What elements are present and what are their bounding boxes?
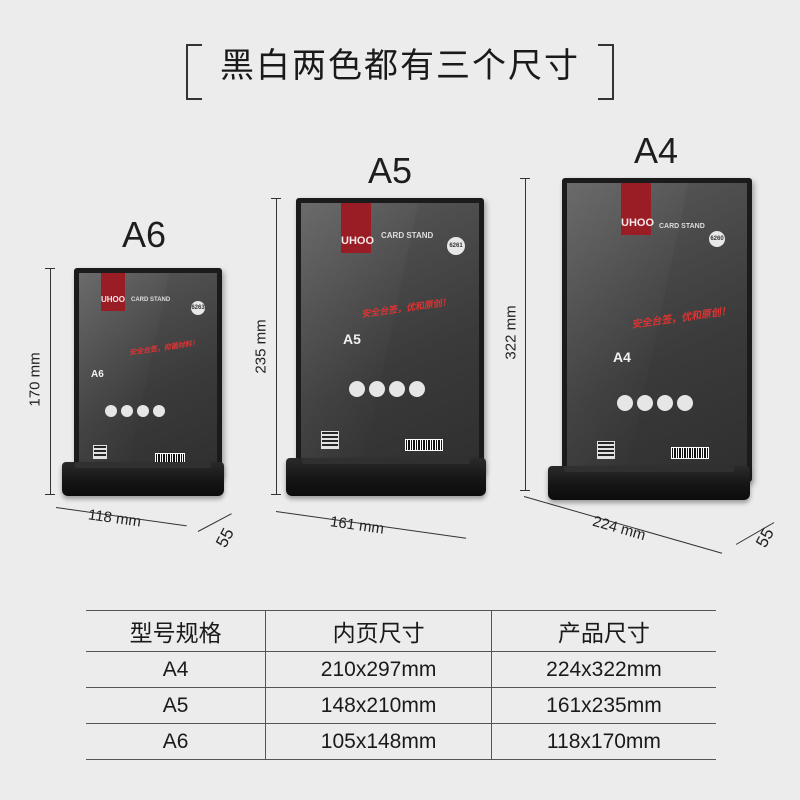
dim-a4-depth: 55 [752, 524, 778, 551]
size-label-a4: A4 [634, 130, 679, 171]
feature-icons [617, 395, 693, 411]
feature-icon [137, 405, 149, 417]
barcode-image [671, 447, 709, 459]
qr-code-image [597, 441, 615, 459]
feature-icon [121, 405, 133, 417]
size-table: 型号规格 内页尺寸 产品尺寸 A4 210x297mm 224x322mm A5… [86, 610, 716, 760]
feature-icon [369, 381, 385, 397]
dim-a6-width: 118 mm [87, 506, 143, 531]
brand-logo: UHOO [101, 273, 125, 311]
dim-a5-width: 161 mm [329, 513, 386, 538]
dim-tick [271, 198, 281, 199]
table-cell: 210x297mm [265, 651, 492, 688]
barcode-image [405, 439, 443, 451]
table-row: A5 148x210mm 161x235mm [86, 687, 716, 724]
headline-bracket-left [186, 44, 202, 100]
qr-code-image [93, 445, 107, 459]
card-stand-text: CARD STAND [131, 297, 171, 303]
dim-tick [45, 494, 55, 495]
dim-line-a5-height [276, 198, 277, 494]
stand-a6-base [62, 462, 224, 496]
table-cell: 161x235mm [490, 687, 716, 724]
stand-a5-panel: UHOO CARD STAND 6261 安全台签，优和原创！ A5 [296, 198, 484, 474]
table-cell: 148x210mm [265, 687, 492, 724]
col-header-insert-size: 内页尺寸 [265, 610, 492, 652]
model-badge: 6261 [447, 237, 465, 255]
table-cell: A4 [86, 651, 267, 688]
slogan-text: 安全台签，优和原创！ [630, 306, 732, 331]
size-label-a5: A5 [368, 150, 413, 191]
mini-title: A5 [343, 331, 361, 347]
headline-bracket-right [598, 44, 614, 100]
dim-a6-depth: 55 [212, 524, 238, 551]
feature-icon [409, 381, 425, 397]
dim-tick [520, 178, 530, 179]
dim-a5-height: 235 mm [252, 319, 270, 374]
feature-icon [389, 381, 405, 397]
table-row: A4 210x297mm 224x322mm [86, 651, 716, 688]
table-cell: A6 [86, 723, 267, 760]
card-stand-text: CARD STAND [381, 231, 434, 240]
col-header-model: 型号规格 [86, 610, 267, 652]
feature-icon [105, 405, 117, 417]
feature-icon [349, 381, 365, 397]
feature-icon [657, 395, 673, 411]
dim-a4-height: 322 mm [502, 305, 520, 360]
feature-icons [349, 381, 425, 397]
model-badge: 6260 [709, 231, 725, 247]
mini-title: A4 [613, 349, 631, 365]
card-stand-text: CARD STAND [659, 223, 705, 230]
brand-logo: UHOO [621, 183, 654, 235]
dim-tick [520, 490, 530, 491]
stand-a6-panel: UHOO CARD STAND 6263 安全台签，抑菌材料！ A6 [74, 268, 222, 478]
table-header-row: 型号规格 内页尺寸 产品尺寸 [86, 610, 716, 652]
stand-a4-base [548, 466, 750, 500]
slogan-text: 安全台签，抑菌材料！ [128, 339, 200, 357]
stand-a5-base [286, 458, 486, 496]
feature-icon [677, 395, 693, 411]
mini-title: A6 [91, 369, 104, 380]
dim-tick [271, 494, 281, 495]
page-title: 黑白两色都有三个尺寸 [220, 46, 580, 86]
feature-icon [637, 395, 653, 411]
model-badge: 6263 [191, 301, 205, 315]
table-cell: 224x322mm [490, 651, 716, 688]
table-cell: A5 [86, 687, 267, 724]
table-cell: 105x148mm [265, 723, 492, 760]
feature-icon [153, 405, 165, 417]
size-label-a6: A6 [122, 214, 167, 255]
feature-icon [617, 395, 633, 411]
table-row: A6 105x148mm 118x170mm [86, 723, 716, 760]
col-header-product-size: 产品尺寸 [490, 610, 716, 652]
dim-tick [45, 268, 55, 269]
dim-line-a4-height [525, 178, 526, 490]
dim-line-a6-height [50, 268, 51, 494]
stand-a4-panel: UHOO CARD STAND 6260 安全台签，优和原创！ A4 [562, 178, 752, 482]
dim-a6-height: 170 mm [26, 352, 44, 407]
table-cell: 118x170mm [490, 723, 716, 760]
slogan-text: 安全台签，优和原创！ [360, 297, 452, 321]
qr-code-image [321, 431, 339, 449]
feature-icons [105, 405, 165, 417]
brand-logo: UHOO [341, 203, 374, 253]
dim-a4-width: 224 mm [590, 512, 648, 545]
